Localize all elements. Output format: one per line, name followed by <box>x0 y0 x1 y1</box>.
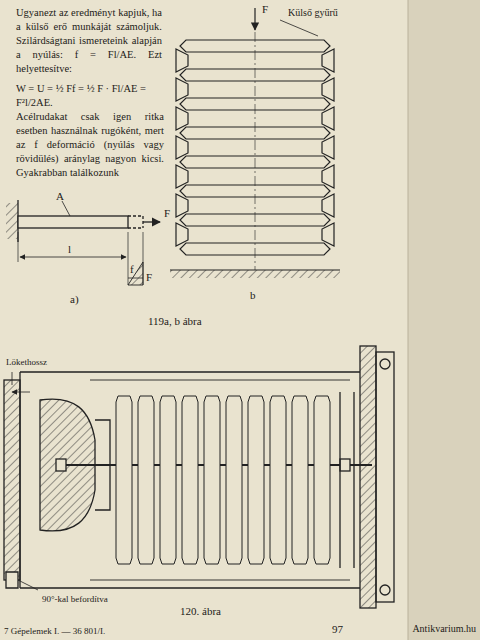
body-text: Ugyanezt az eredményt kapjuk, ha a külső… <box>16 6 162 76</box>
dimension-label: f <box>130 262 134 276</box>
page-edge <box>408 0 480 640</box>
watermark: Antikvarium.hu <box>412 622 476 636</box>
force-label: F <box>164 206 170 220</box>
force-arrow <box>170 8 340 278</box>
part-name: Külső gyűrű <box>286 6 340 20</box>
buffer-assembly <box>4 346 394 608</box>
bar-figure <box>6 200 160 285</box>
force-label: F <box>146 270 152 284</box>
note: 90°-kal befordítva <box>40 592 110 606</box>
caption: 120. ábra <box>180 604 221 618</box>
caption: 119a, b ábra <box>148 314 202 328</box>
area-label: A <box>56 189 64 203</box>
body-text: Acélrudakat csak igen ritka esetben hasz… <box>16 110 164 180</box>
dimension-label: Lökethossz <box>4 355 49 369</box>
figure-letter: a) <box>70 292 79 306</box>
page-number: 97 <box>332 622 343 636</box>
footer-text: 7 Gépelemek I. — 36 801/I. <box>4 624 105 638</box>
dimension-label: l <box>66 242 73 256</box>
formula: W = U = ½ Ff = ½ F · Fl/AE = F²l/2AE. <box>16 82 166 110</box>
ring-stack-section <box>116 396 330 564</box>
force-label: F <box>260 2 270 16</box>
figure-letter: b <box>250 288 256 302</box>
